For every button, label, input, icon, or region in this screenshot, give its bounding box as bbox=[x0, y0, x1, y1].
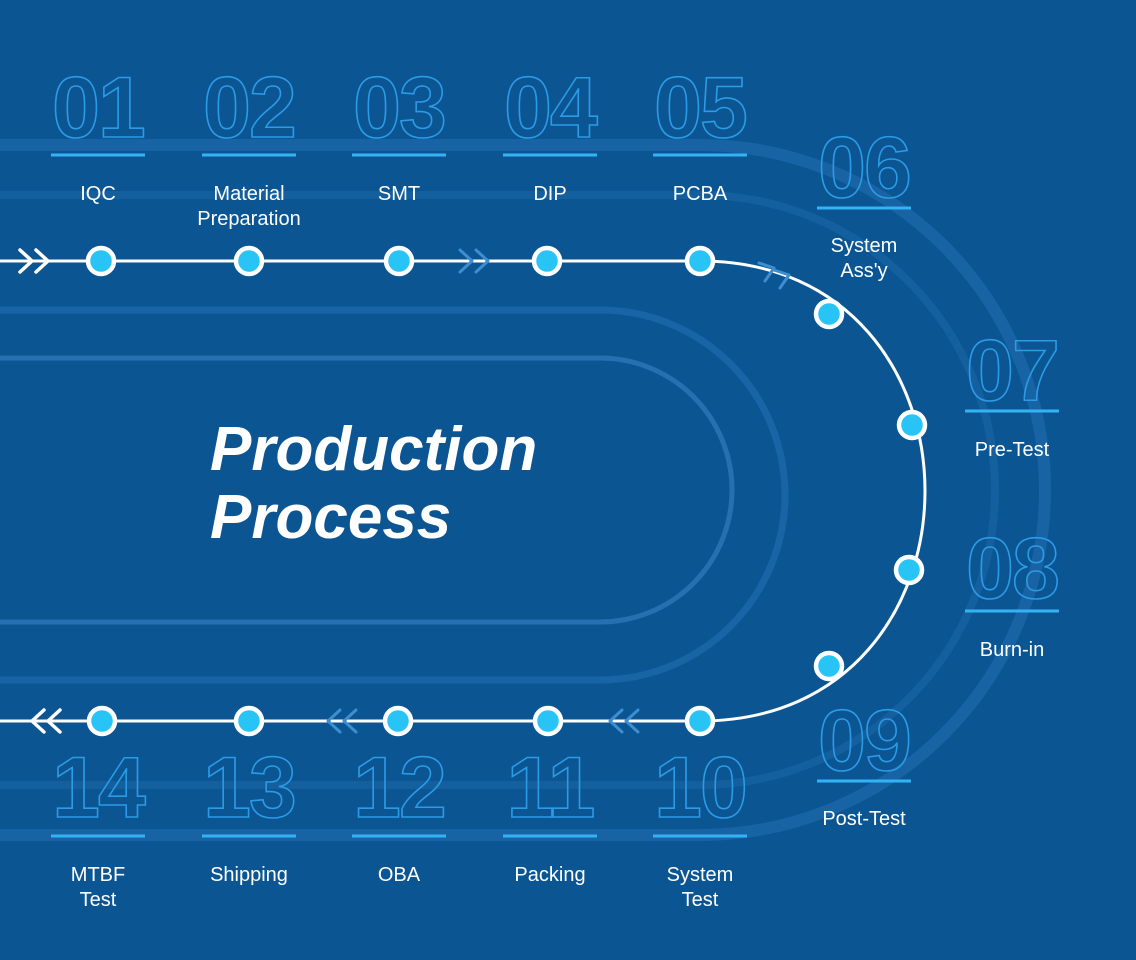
step-label: Shipping bbox=[210, 864, 288, 886]
step-number: 06 bbox=[818, 120, 910, 216]
background-track-inner bbox=[0, 306, 789, 684]
step-label: DIP bbox=[533, 183, 566, 205]
end-chevrons-icon bbox=[30, 708, 62, 734]
step-08-node bbox=[893, 554, 925, 586]
step-number: 07 bbox=[966, 323, 1058, 419]
step-label: System bbox=[831, 235, 898, 257]
background-tracks bbox=[0, 139, 1051, 841]
step-number: 03 bbox=[353, 60, 445, 156]
step-label: Preparation bbox=[197, 208, 300, 230]
step-03-node bbox=[383, 245, 415, 277]
step-label: Material bbox=[213, 183, 284, 205]
step-11-node bbox=[532, 705, 564, 737]
step-14-node bbox=[86, 705, 118, 737]
direction-arrows bbox=[18, 248, 791, 734]
process-path bbox=[0, 259, 927, 723]
step-number: 12 bbox=[353, 740, 445, 836]
step-number: 11 bbox=[507, 740, 594, 836]
background-track-core bbox=[0, 355, 735, 625]
step-10-node bbox=[684, 705, 716, 737]
step-number: 01 bbox=[52, 60, 144, 156]
step-07-node bbox=[896, 409, 928, 441]
step-number: 04 bbox=[504, 60, 598, 156]
curve-chevrons-icon bbox=[757, 261, 791, 290]
step-12-node bbox=[382, 705, 414, 737]
step-label: IQC bbox=[80, 183, 116, 205]
step-04-node bbox=[531, 245, 563, 277]
step-label: Test bbox=[80, 889, 117, 911]
step-02-node bbox=[233, 245, 265, 277]
step-label: MTBF bbox=[71, 864, 125, 886]
step-label: OBA bbox=[378, 864, 421, 886]
step-number: 14 bbox=[52, 740, 146, 836]
step-number: 09 bbox=[818, 693, 910, 789]
step-number: 08 bbox=[966, 521, 1058, 617]
step-label: Pre-Test bbox=[975, 439, 1050, 461]
step-01-node bbox=[85, 245, 117, 277]
step-label: Test bbox=[682, 889, 719, 911]
step-number: 13 bbox=[203, 740, 295, 836]
step-label: Post-Test bbox=[822, 808, 906, 830]
step-05-node bbox=[684, 245, 716, 277]
step-number: 02 bbox=[203, 60, 295, 156]
mid-chevrons-bottom-right-icon bbox=[608, 708, 640, 734]
title-line-1: Production bbox=[210, 415, 537, 484]
diagram-title: Production Process bbox=[210, 415, 537, 552]
mid-chevrons-bottom-left-icon bbox=[326, 708, 358, 734]
step-number: 10 bbox=[654, 740, 746, 836]
step-09-node bbox=[813, 650, 845, 682]
step-06-node bbox=[813, 298, 845, 330]
title-line-2: Process bbox=[210, 483, 451, 552]
step-13-node bbox=[233, 705, 265, 737]
process-nodes bbox=[85, 245, 928, 737]
step-label: SMT bbox=[378, 183, 420, 205]
step-label: System bbox=[667, 864, 734, 886]
background-track-middle bbox=[0, 191, 999, 789]
step-label: Burn-in bbox=[980, 639, 1044, 661]
step-label: Packing bbox=[514, 864, 585, 886]
step-label: Ass'y bbox=[840, 260, 887, 282]
mid-chevrons-top-icon bbox=[458, 248, 490, 274]
start-chevrons-icon bbox=[18, 248, 50, 274]
background-track-outer bbox=[0, 139, 1051, 841]
step-number: 05 bbox=[654, 60, 746, 156]
step-label: PCBA bbox=[673, 183, 728, 205]
